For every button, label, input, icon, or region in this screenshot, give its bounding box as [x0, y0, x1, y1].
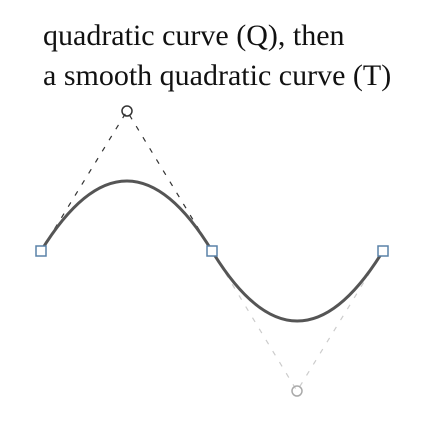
mid-point: [206, 245, 218, 257]
end-point: [377, 245, 389, 257]
start-point: [35, 245, 47, 257]
q-control-lines: [40, 109, 213, 252]
t-reflected-control-point: [291, 385, 303, 397]
caption-line-2: a smooth quadratic curve (T): [43, 59, 391, 92]
t-control-lines: [211, 250, 384, 393]
caption-line-1: quadratic curve (Q), then: [43, 19, 345, 52]
q-control-point: [121, 105, 133, 117]
